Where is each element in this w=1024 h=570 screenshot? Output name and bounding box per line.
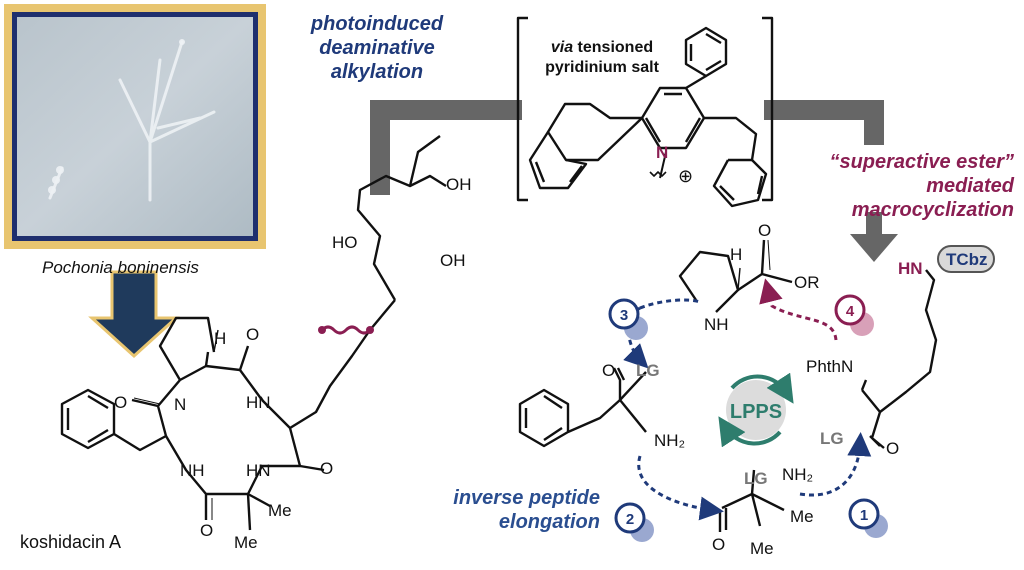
lpps-label: LPPS [730, 401, 782, 423]
step-4-number: 4 [846, 303, 855, 320]
product-name: koshidacin A [20, 532, 122, 552]
cleavage-dot-right [366, 326, 374, 334]
heading-macrocyclization: “superactive ester” mediated macrocycliz… [790, 150, 1014, 222]
koshi-o-right: O [320, 459, 333, 478]
koshi-nh-label: NH [180, 461, 205, 480]
heading-deamination: photoinduced deaminative alkylation [302, 12, 452, 84]
cleavage-dot-left [318, 326, 326, 334]
atom-labels: N ⊕ H O O N HN NH HN O O Me Me OH HO OH … [114, 143, 988, 558]
reagent-via-word: via [550, 39, 574, 56]
pro-o-label: O [758, 221, 771, 240]
koshi-h-label: H [214, 329, 226, 348]
right-fragments [518, 239, 938, 532]
pyridinium-n-label: N [656, 143, 668, 162]
koshi-oh-right: OH [440, 251, 466, 270]
lpps-cycle-arrow-top [730, 372, 794, 404]
tcbz-label: TCbz [946, 250, 988, 269]
phe-lg-label: LG [636, 361, 660, 380]
koshi-me-bottom: Me [234, 533, 258, 552]
koshi-n-pro: N [174, 395, 186, 414]
heading-elongation-line2: elongation [498, 511, 600, 533]
step1-dotted-arrow [799, 432, 872, 497]
pyridinium-plus-label: ⊕ [678, 166, 693, 186]
step-2-number: 2 [626, 511, 634, 528]
koshi-oh-top: OH [446, 175, 472, 194]
step2-dotted-arrow [637, 455, 724, 521]
koshi-ho-label: HO [332, 233, 358, 252]
tcbz-pill [937, 245, 995, 273]
pro-h-label: H [730, 245, 742, 264]
lys-o-label: O [886, 439, 899, 458]
heading-elongation: inverse peptide elongation [420, 486, 600, 534]
pro-nh-label: NH [704, 315, 729, 334]
heading-deamination-line2: deaminative [319, 37, 435, 59]
micrograph-photo [4, 4, 266, 249]
species-caption: Pochonia boninensis [42, 258, 199, 277]
pro-or-label: OR [794, 273, 820, 292]
lys-lg-label: LG [820, 429, 844, 448]
koshi-hn-label: HN [246, 393, 271, 412]
connector-bars [370, 100, 898, 262]
koshi-o-bottom: O [200, 521, 213, 540]
aib-lg-label: LG [744, 469, 768, 488]
step-badge-4 [834, 294, 874, 336]
step3-dotted-arrow [639, 298, 701, 310]
koshi-me-right: Me [268, 501, 292, 520]
aib-me-bottom: Me [750, 539, 774, 558]
heading-elongation-line1: inverse peptide [453, 487, 600, 509]
step-1-number: 1 [860, 507, 868, 524]
reagent-caption-line2: pyridinium salt [545, 59, 659, 76]
aib-me-right: Me [790, 507, 814, 526]
phe-o-label: O [602, 361, 615, 380]
lpps-cycle-arrow-bottom [718, 416, 782, 448]
lys-phthn-label: PhthN [806, 357, 853, 376]
lys-hn-label: HN [898, 259, 923, 278]
reagent-via-rest: tensioned [573, 39, 654, 56]
step-badge-1 [848, 498, 888, 538]
heading-deamination-line3: alkylation [330, 61, 424, 83]
koshi-hn2-label: HN [246, 461, 271, 480]
heading-deamination-line1: photoinduced [310, 13, 444, 35]
step-badge-3 [608, 298, 648, 340]
aib-nh2-label: NH₂ [782, 465, 813, 484]
cleavage-wavy-mark [320, 325, 372, 335]
koshidacin-structure [60, 135, 447, 531]
heading-macrocyclization-line3: macrocyclization [851, 199, 1014, 221]
step-3-number: 3 [620, 307, 628, 324]
phe-nh2-label: NH₂ [654, 431, 685, 450]
koshi-o-left: O [114, 393, 127, 412]
step4-dotted-arrow [759, 278, 838, 341]
reagent-caption: via tensioned pyridinium salt [536, 38, 668, 78]
aib-o-label: O [712, 535, 725, 554]
pyridinium-reagent [516, 16, 774, 208]
heading-macrocyclization-line1: “superactive ester” [829, 151, 1014, 173]
koshi-o-top: O [246, 325, 259, 344]
step-badge-2 [614, 502, 654, 542]
heading-macrocyclization-line2: mediated [926, 175, 1014, 197]
photo-down-arrow [88, 270, 180, 359]
